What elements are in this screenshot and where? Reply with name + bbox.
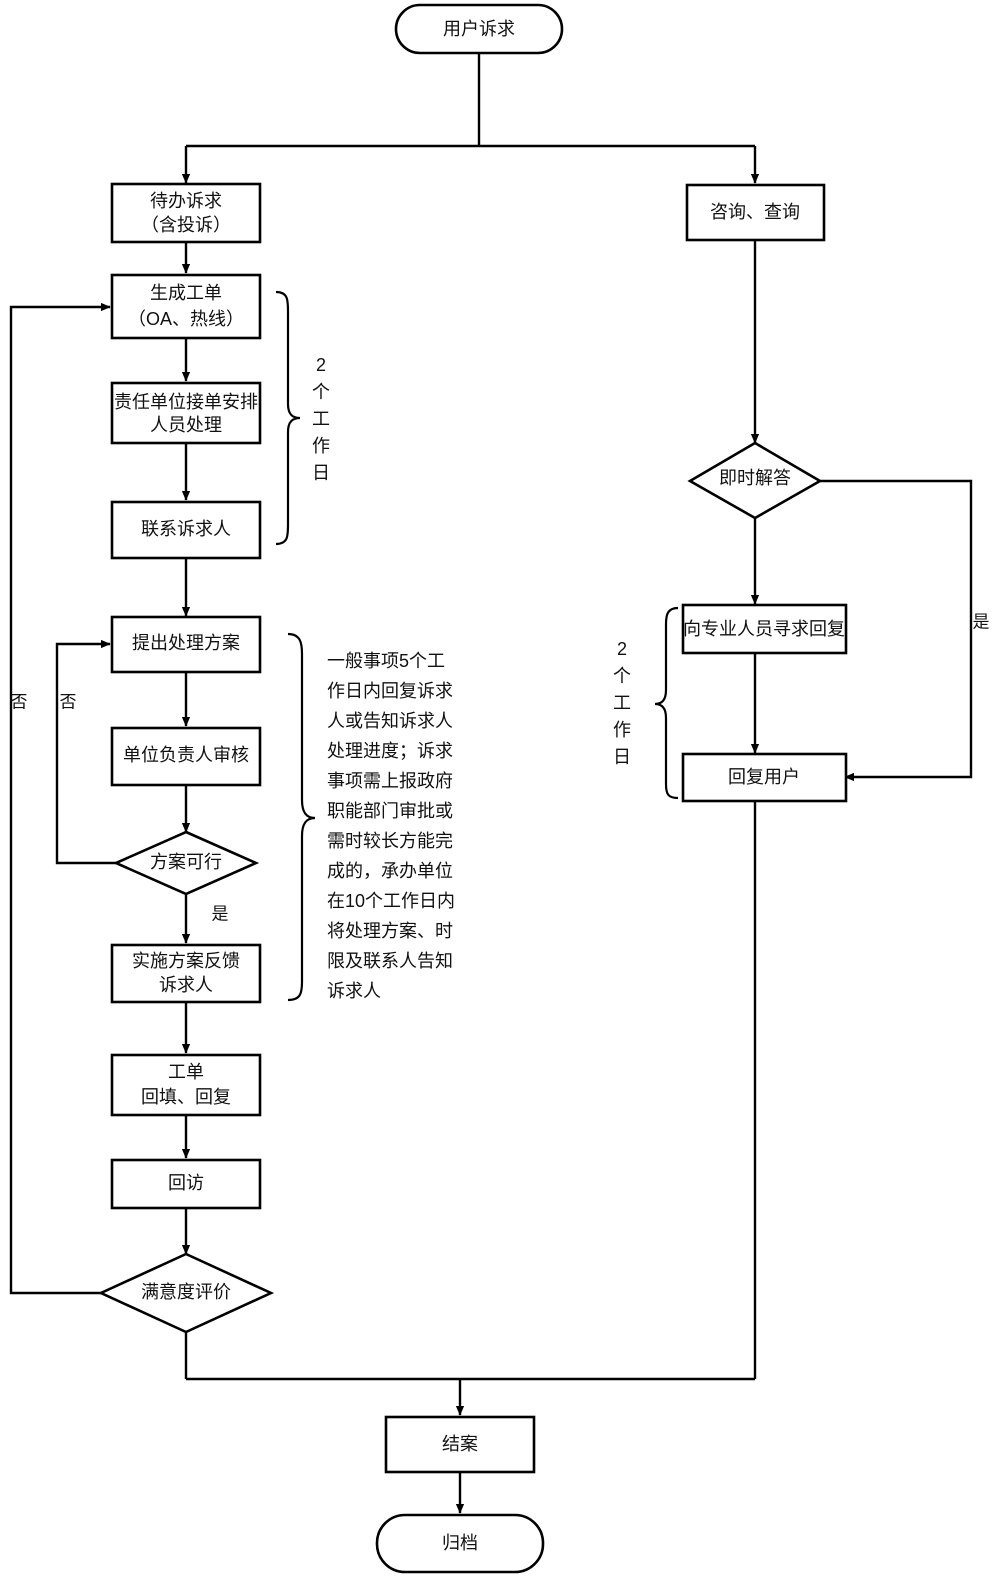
reply-user-shape bbox=[681, 752, 848, 803]
seek-expert-label: 向专业人员寻求回复 bbox=[683, 619, 845, 639]
node-seek-expert[interactable]: 向专业人员寻求回复 bbox=[681, 603, 848, 655]
brace-right-char-2: 工 bbox=[613, 693, 631, 713]
instant-answer-label: 即时解答 bbox=[719, 468, 791, 488]
start-label: 用户诉求 bbox=[443, 19, 515, 39]
brace-right-char-0: 2 bbox=[617, 639, 627, 659]
edge-satisfaction-no-loop bbox=[9, 302, 111, 1295]
node-start[interactable]: 用户诉求 bbox=[394, 3, 564, 55]
note-line-8: 在10个工作日内 bbox=[327, 891, 455, 911]
node-propose-plan[interactable]: 提出处理方案 bbox=[110, 615, 262, 674]
assign-staff-shape bbox=[110, 381, 262, 445]
node-consult-query[interactable]: 咨询、查询 bbox=[685, 183, 826, 242]
edge-feasible-no-loop bbox=[55, 639, 116, 865]
leader-review-label: 单位负责人审核 bbox=[123, 745, 249, 765]
implement-feedback-shape bbox=[110, 943, 262, 1004]
reply-user-label: 回复用户 bbox=[728, 767, 800, 787]
brace-right-char-3: 作 bbox=[613, 720, 631, 740]
note-line-3: 处理进度；诉求 bbox=[327, 741, 453, 761]
node-contact-requester[interactable]: 联系诉求人 bbox=[110, 500, 262, 560]
archive-shape bbox=[375, 1513, 545, 1574]
revisit-shape bbox=[110, 1158, 262, 1210]
contact-label: 联系诉求人 bbox=[141, 519, 231, 539]
brace-right-char-4: 日 bbox=[613, 747, 631, 767]
node-pending-request[interactable]: 待办诉求 （含投诉） bbox=[110, 182, 262, 244]
node-leader-review[interactable]: 单位负责人审核 bbox=[110, 726, 262, 787]
satisfaction-shape bbox=[97, 1252, 275, 1334]
note-line-10: 限及联系人告知 bbox=[327, 951, 453, 971]
brace-right-path bbox=[654, 606, 679, 800]
node-close-case[interactable]: 结案 bbox=[384, 1415, 536, 1474]
brace-right-two-working-days: 2 个 工 作 日 bbox=[613, 606, 679, 800]
node-revisit[interactable]: 回访 bbox=[110, 1158, 262, 1210]
create-ticket-label-line2: （OA、热线） bbox=[128, 309, 244, 329]
node-satisfaction[interactable]: 满意度评价 bbox=[97, 1252, 275, 1334]
edge-label-yes-instant: 是 bbox=[973, 612, 990, 631]
edge-instant-yes-loop bbox=[820, 479, 973, 782]
edge-label-no-outer: 否 bbox=[11, 692, 28, 711]
brace-left-two-working-days: 2 个 工 作 日 bbox=[275, 290, 330, 546]
start-shape bbox=[394, 3, 564, 55]
implement-feedback-line2: 诉求人 bbox=[159, 975, 213, 995]
note-text-block: 一般事项5个工 作日内回复诉求 人或告知诉求人 处理进度；诉求 事项需上报政府 … bbox=[327, 651, 455, 1001]
edge-label-yes-plan: 是 bbox=[212, 904, 229, 923]
brace-left-char-4: 日 bbox=[312, 463, 330, 483]
leader-review-shape bbox=[110, 726, 262, 787]
brace-right-char-1: 个 bbox=[613, 666, 631, 686]
consult-query-label: 咨询、查询 bbox=[710, 202, 800, 222]
node-assign-staff[interactable]: 责任单位接单安排 人员处理 bbox=[110, 381, 262, 445]
note-line-6: 需时较长方能完 bbox=[327, 831, 453, 851]
node-reply-user[interactable]: 回复用户 bbox=[681, 752, 848, 803]
close-case-shape bbox=[384, 1415, 536, 1474]
satisfaction-label: 满意度评价 bbox=[141, 1282, 231, 1302]
node-ticket-fill[interactable]: 工单 回填、回复 bbox=[110, 1053, 262, 1117]
note-line-5: 职能部门审批或 bbox=[327, 801, 453, 821]
plan-feasible-shape bbox=[112, 830, 260, 896]
assign-staff-label-line2: 人员处理 bbox=[150, 415, 222, 435]
brace-left-char-0: 2 bbox=[316, 355, 326, 375]
revisit-label: 回访 bbox=[168, 1173, 204, 1193]
node-instant-answer[interactable]: 即时解答 bbox=[687, 441, 823, 520]
seek-expert-shape bbox=[681, 603, 848, 655]
note-line-1: 作日内回复诉求 bbox=[327, 681, 453, 701]
ticket-fill-line2: 回填、回复 bbox=[141, 1087, 231, 1107]
ticket-fill-shape bbox=[110, 1053, 262, 1117]
note-line-4: 事项需上报政府 bbox=[327, 771, 453, 791]
pending-label-line1: 待办诉求 bbox=[150, 191, 222, 211]
pending-shape bbox=[110, 182, 262, 244]
consult-query-shape bbox=[685, 183, 826, 242]
brace-left-char-1: 个 bbox=[312, 382, 330, 402]
brace-left-path bbox=[275, 290, 301, 546]
archive-label: 归档 bbox=[442, 1533, 478, 1553]
note-line-2: 人或告知诉求人 bbox=[327, 711, 453, 731]
brace-left-char-2: 工 bbox=[312, 409, 330, 429]
note-brace-timeframe bbox=[287, 632, 316, 1002]
create-ticket-shape bbox=[110, 273, 262, 340]
node-archive[interactable]: 归档 bbox=[375, 1513, 545, 1574]
note-brace-path bbox=[287, 632, 316, 1002]
implement-feedback-line1: 实施方案反馈 bbox=[132, 951, 240, 971]
node-plan-feasible[interactable]: 方案可行 bbox=[112, 830, 260, 896]
ticket-fill-line1: 工单 bbox=[168, 1062, 204, 1082]
close-case-label: 结案 bbox=[442, 1434, 478, 1454]
note-line-7: 成的，承办单位 bbox=[327, 861, 453, 881]
note-line-9: 将处理方案、时 bbox=[327, 921, 453, 941]
connectors bbox=[9, 53, 973, 1514]
assign-staff-label-line1: 责任单位接单安排 bbox=[114, 392, 258, 412]
note-line-0: 一般事项5个工 bbox=[327, 651, 445, 671]
node-implement-feedback[interactable]: 实施方案反馈 诉求人 bbox=[110, 943, 262, 1004]
plan-feasible-label: 方案可行 bbox=[150, 852, 222, 872]
note-line-11: 诉求人 bbox=[327, 981, 381, 1001]
instant-answer-shape bbox=[687, 441, 823, 520]
brace-left-char-3: 作 bbox=[312, 436, 330, 456]
contact-shape bbox=[110, 500, 262, 560]
pending-label-line2: （含投诉） bbox=[141, 215, 231, 235]
create-ticket-label-line1: 生成工单 bbox=[150, 283, 222, 303]
propose-plan-label: 提出处理方案 bbox=[132, 633, 240, 653]
propose-plan-shape bbox=[110, 615, 262, 674]
node-create-ticket[interactable]: 生成工单 （OA、热线） bbox=[110, 273, 262, 340]
edge-label-no-inner: 否 bbox=[60, 692, 77, 711]
